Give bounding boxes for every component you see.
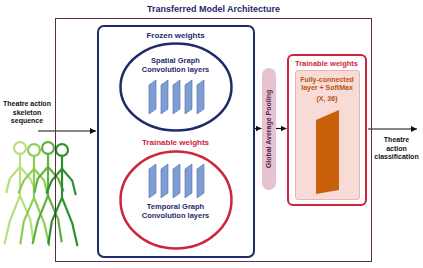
- arrow-connector: [276, 128, 287, 129]
- fc-layer-box: Fully-connected layer + SoftMax (X, 36): [295, 70, 360, 200]
- layer-ellipse: Spatial Graph Convolution layers: [119, 42, 233, 132]
- pooling-pill: Global Average Pooling: [262, 68, 276, 190]
- group-heading: Frozen weights: [103, 31, 249, 41]
- output-arrow: [368, 128, 417, 129]
- layer-label: Spatial Graph Convolution layers: [134, 56, 218, 74]
- layer-shape: (X, 36): [298, 95, 357, 104]
- layer-ellipse: Temporal Graph Convolution layers: [119, 150, 233, 250]
- group-heading: Trainable weights: [103, 138, 249, 148]
- pooling-label: Global Average Pooling: [265, 89, 273, 167]
- output-label: Theatre action classification: [373, 136, 420, 162]
- skeleton-sequence: [5, 142, 78, 245]
- gcn-block: Frozen weightsTrainable weights Spatial G…: [97, 25, 255, 258]
- group-heading: Trainable weights: [290, 59, 364, 68]
- layer-label: Fully-connected layer + SoftMax: [298, 76, 357, 93]
- input-arrow: [38, 130, 96, 131]
- outer-box: Transferred Model ArchitectureFrozen wei…: [55, 18, 372, 262]
- layer-label: Temporal Graph Convolution layers: [134, 202, 218, 220]
- arrow-connector: [255, 128, 262, 129]
- classifier-box: Trainable weightsFully-connected layer +…: [287, 54, 367, 206]
- ellipse-outline: [119, 42, 233, 132]
- diagram-title: Transferred Model Architecture: [56, 4, 371, 15]
- input-label: Theatre action skeleton sequence: [2, 100, 52, 126]
- ellipse-outline: [119, 150, 233, 250]
